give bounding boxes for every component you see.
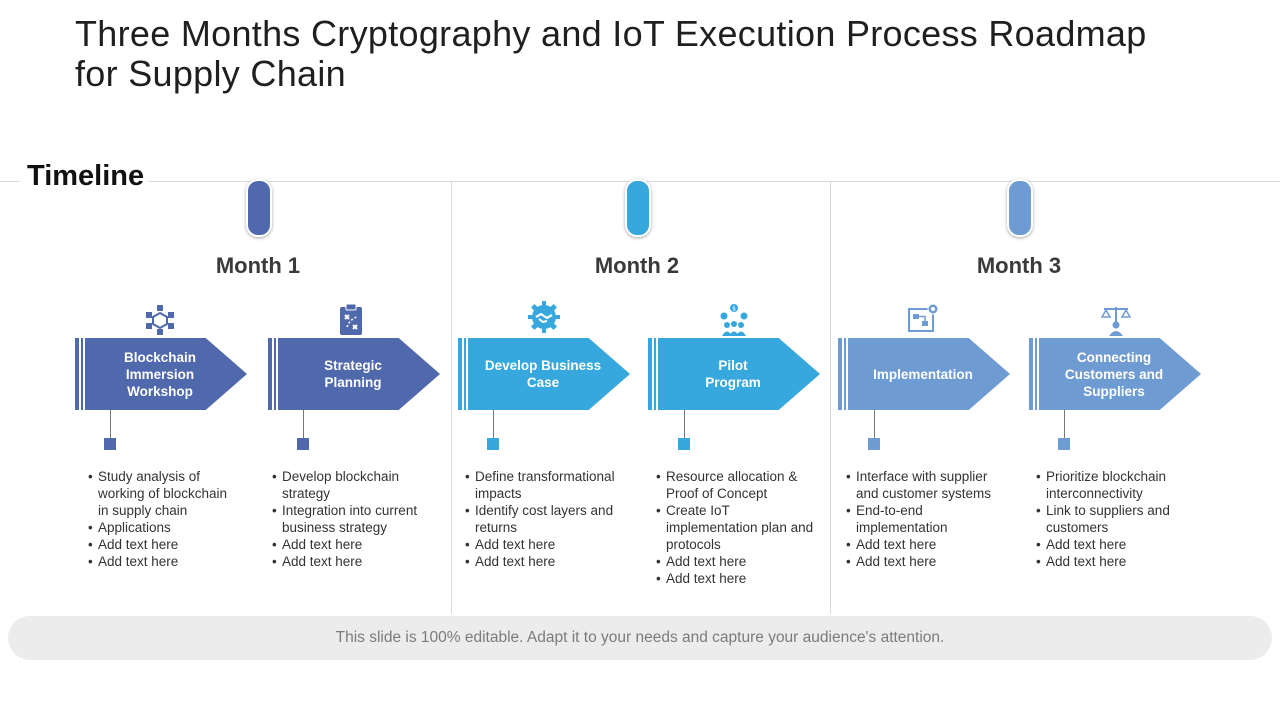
bullet-item: Add text here — [272, 536, 437, 553]
step-2-arrow: Strategic Planning — [268, 338, 440, 410]
footer-note: This slide is 100% editable. Adapt it to… — [8, 616, 1272, 660]
bullet-item: Develop blockchain strategy — [272, 468, 437, 502]
step-5-node — [868, 438, 880, 450]
bullet-item: Add text here — [656, 553, 816, 570]
step-3-connector — [493, 410, 494, 440]
scale-people-icon — [1099, 303, 1133, 337]
month-divider-2 — [830, 182, 831, 614]
team-dollar-icon: $ — [717, 303, 751, 337]
svg-text:$: $ — [732, 306, 736, 313]
flowchart-gear-icon — [907, 301, 941, 335]
month-2-marker — [625, 179, 651, 237]
step-1-connector — [110, 410, 111, 440]
step-1-label: Blockchain Immersion Workshop — [123, 349, 197, 399]
step-4-bullets: Resource allocation & Proof of Concept C… — [656, 468, 816, 587]
timeline-label: Timeline — [27, 160, 145, 192]
step-6-connector — [1064, 410, 1065, 440]
step-1-node — [104, 438, 116, 450]
bullet-item: Study analysis of working of blockchain … — [88, 468, 238, 519]
bullet-item: Define transformational impacts — [465, 468, 615, 502]
clipboard-strategy-icon — [334, 303, 368, 337]
step-1-arrow: Blockchain Immersion Workshop — [75, 338, 247, 410]
step-4-connector — [684, 410, 685, 440]
bullet-item: Create IoT implementation plan and proto… — [656, 502, 816, 553]
step-2-node — [297, 438, 309, 450]
bullet-item: End-to-end implementation — [846, 502, 1011, 536]
bullet-item: Add text here — [1036, 536, 1196, 553]
step-6-label: Connecting Customers and Suppliers — [1064, 349, 1164, 399]
timeline-line — [148, 181, 1280, 182]
bullet-item: Integration into current business strate… — [272, 502, 437, 536]
step-6-node — [1058, 438, 1070, 450]
step-5-bullets: Interface with supplier and customer sys… — [846, 468, 1011, 570]
bullet-item: Add text here — [1036, 553, 1196, 570]
step-4-arrow: Pilot Program — [648, 338, 820, 410]
bullet-item: Add text here — [656, 570, 816, 587]
bullet-item: Prioritize blockchain interconnectivity — [1036, 468, 1196, 502]
step-5-label: Implementation — [873, 366, 973, 382]
month-1-label: Month 1 — [215, 253, 301, 278]
network-nodes-icon — [143, 303, 177, 337]
gear-handshake-icon — [527, 300, 561, 334]
bullet-item: Add text here — [846, 536, 1011, 553]
month-2-label: Month 2 — [594, 253, 680, 278]
slide-title: Three Months Cryptography and IoT Execut… — [75, 13, 1147, 94]
step-2-connector — [303, 410, 304, 440]
step-4-node — [678, 438, 690, 450]
step-3-label: Develop Business Case — [484, 358, 602, 390]
month-1-marker — [246, 179, 272, 237]
step-5-connector — [874, 410, 875, 440]
bullet-item: Link to suppliers and customers — [1036, 502, 1196, 536]
bullet-item: Interface with supplier and customer sys… — [846, 468, 1011, 502]
bullet-item: Add text here — [88, 553, 238, 570]
step-4-label: Pilot Program — [705, 358, 761, 390]
month-3-marker — [1007, 179, 1033, 237]
bullet-item: Applications — [88, 519, 238, 536]
bullet-item: Identify cost layers and returns — [465, 502, 615, 536]
step-5-arrow: Implementation — [838, 338, 1010, 410]
step-6-bullets: Prioritize blockchain interconnectivity … — [1036, 468, 1196, 570]
step-2-label: Strategic Planning — [324, 358, 382, 390]
month-divider-1 — [451, 182, 452, 614]
bullet-item: Add text here — [465, 536, 615, 553]
bullet-item: Add text here — [846, 553, 1011, 570]
bullet-item: Resource allocation & Proof of Concept — [656, 468, 816, 502]
bullet-item: Add text here — [88, 536, 238, 553]
bullet-item: Add text here — [465, 553, 615, 570]
timeline-line-left — [0, 181, 20, 182]
step-1-bullets: Study analysis of working of blockchain … — [88, 468, 238, 570]
step-3-arrow: Develop Business Case — [458, 338, 630, 410]
bullet-item: Add text here — [272, 553, 437, 570]
step-6-arrow: Connecting Customers and Suppliers — [1029, 338, 1201, 410]
month-3-label: Month 3 — [976, 253, 1062, 278]
step-3-node — [487, 438, 499, 450]
step-2-bullets: Develop blockchain strategy Integration … — [272, 468, 437, 570]
step-3-bullets: Define transformational impacts Identify… — [465, 468, 615, 570]
